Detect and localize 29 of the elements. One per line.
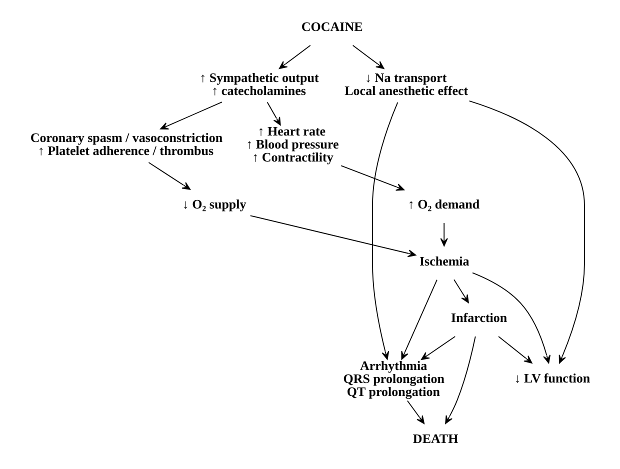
- node-text: ↓ LV function: [514, 370, 590, 386]
- arrow: [266, 102, 281, 126]
- arrow: [278, 44, 311, 69]
- node-text: Arrhythmia QRS prolongation QT prolongation: [343, 358, 444, 399]
- arrow: [406, 400, 425, 424]
- arrow: [498, 336, 532, 364]
- arrow: [468, 100, 585, 364]
- node-text: DEATH: [412, 430, 458, 446]
- arrow: [445, 336, 476, 424]
- arrow: [472, 272, 551, 364]
- arrow: [401, 279, 438, 360]
- node-text: ↑ O₂ demand: [408, 196, 480, 212]
- arrow: [352, 44, 384, 69]
- arrow: [250, 215, 416, 258]
- arrow: [340, 165, 404, 191]
- node-text: Infarction: [451, 310, 508, 326]
- node-text: Ischemia: [419, 253, 470, 268]
- node-text: ↓ O₂ supply: [182, 196, 246, 212]
- node-text: ↓ Na transport Local anesthetic effect: [344, 70, 468, 98]
- node-text: ↑ Heart rate ↑ Blood pressure ↑ Contractility: [246, 124, 339, 165]
- arrow: [160, 102, 222, 130]
- arrow: [454, 279, 469, 304]
- arrow: [440, 222, 448, 246]
- arrow: [421, 336, 456, 360]
- node-text: Coronary spasm / vasoconstriction ↑ Platelet adherence / thrombus: [30, 130, 223, 158]
- node-text: ↑ Sympathetic output ↑ catecholamines: [200, 70, 319, 98]
- arrow: [372, 102, 398, 360]
- arrow: [148, 162, 191, 190]
- node-text: COCAINE: [301, 19, 363, 34]
